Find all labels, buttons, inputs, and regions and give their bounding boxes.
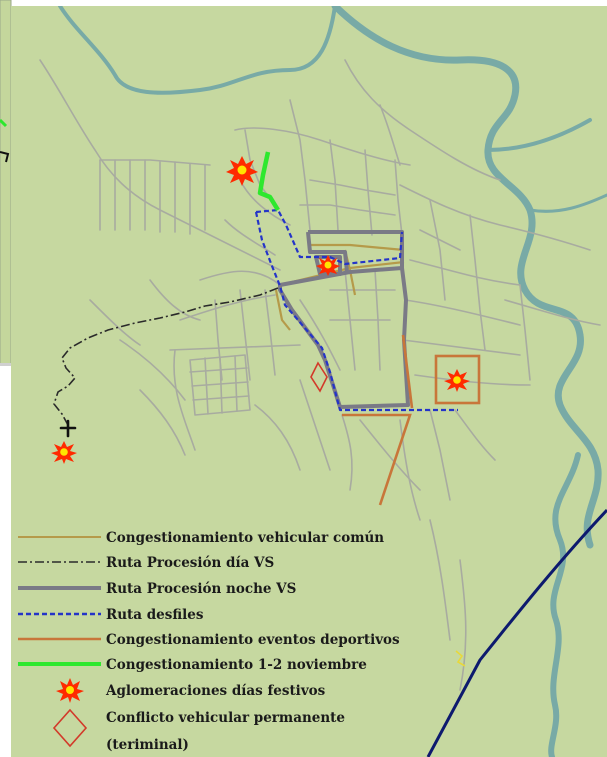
- sports-venue-box: [434, 354, 481, 405]
- inset-map-fragment: [0, 0, 12, 366]
- river-east-arm: [486, 118, 592, 152]
- land-background: [11, 6, 607, 757]
- river-main-channel: [331, 6, 602, 549]
- legend-burst-icon: [56, 678, 84, 703]
- legend-label-conflict-line2: (teriminal): [106, 737, 189, 753]
- legend-label-sports: Congestionamiento eventos deportivos: [106, 632, 400, 648]
- route-sports-congestion[interactable]: [342, 334, 481, 506]
- route-parades[interactable]: [254, 208, 458, 412]
- legend-label-parades: Ruta desfiles: [106, 607, 204, 623]
- terminal-conflict-diamond-icon[interactable]: [310, 361, 328, 393]
- crowd-burst-icon[interactable]: [316, 255, 340, 276]
- river-northwest-stream: [58, 6, 337, 95]
- river-south-branch: [548, 452, 581, 757]
- legend-label-night-procession: Ruta Procesión noche VS: [106, 581, 296, 597]
- legend: Congestionamiento vehicular común Ruta P…: [18, 530, 400, 753]
- river: [58, 6, 607, 757]
- highway-road: [426, 508, 607, 757]
- legend-label-day-procession: Ruta Procesión día VS: [106, 555, 274, 571]
- legend-label-common: Congestionamiento vehicular común: [106, 530, 384, 546]
- route-november-congestion[interactable]: [257, 151, 280, 212]
- crowd-burst-icon[interactable]: [51, 441, 77, 464]
- legend-label-crowds: Aglomeraciones días festivos: [105, 683, 326, 699]
- inset-black-stub: [0, 151, 10, 163]
- crowd-burst-icon[interactable]: [444, 369, 470, 392]
- street-network: [39, 59, 601, 691]
- legend-label-conflict: Conflicto vehicular permanente: [106, 710, 345, 726]
- route-day-procession[interactable]: [53, 287, 279, 426]
- legend-diamond-icon: [52, 708, 88, 748]
- cross-marker-icon: [59, 419, 77, 438]
- inset-map-fragment-border: [0, 363, 14, 366]
- legend-label-november: Congestionamiento 1-2 noviembre: [106, 657, 367, 673]
- crowd-burst-icon[interactable]: [226, 156, 258, 186]
- small-road-marker: [455, 650, 466, 667]
- river-east-arm-2: [528, 193, 607, 213]
- inset-green-stub: [0, 118, 8, 128]
